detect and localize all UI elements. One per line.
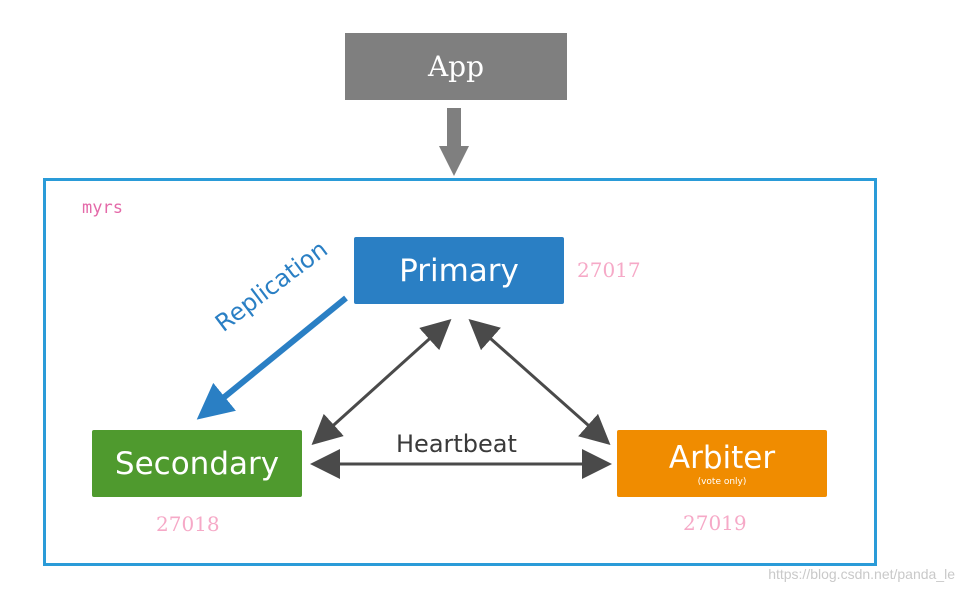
secondary-label: Secondary — [114, 445, 280, 482]
primary-port: 27017 — [577, 258, 641, 282]
app-label: App — [427, 50, 485, 83]
arbiter-label: Arbiter — [668, 440, 776, 476]
app-down-arrow — [439, 108, 469, 176]
heartbeat-primary-secondary-arrow — [311, 318, 452, 446]
secondary-port: 27018 — [156, 512, 220, 536]
arbiter-node: Arbiter (vote only) — [617, 430, 827, 497]
replication-arrow — [196, 295, 348, 420]
secondary-node: Secondary — [92, 430, 302, 497]
heartbeat-primary-arbiter-arrow — [468, 319, 611, 445]
replica-set-name: myrs — [82, 198, 123, 218]
app-node: App — [345, 33, 567, 100]
arbiter-sublabel: (vote only) — [697, 477, 747, 487]
watermark: https://blog.csdn.net/panda_le — [768, 566, 955, 582]
heartbeat-label: Heartbeat — [396, 430, 517, 458]
primary-node: Primary — [354, 237, 564, 304]
replica-set-frame — [43, 178, 877, 566]
arbiter-port: 27019 — [683, 511, 747, 535]
primary-label: Primary — [399, 252, 519, 289]
